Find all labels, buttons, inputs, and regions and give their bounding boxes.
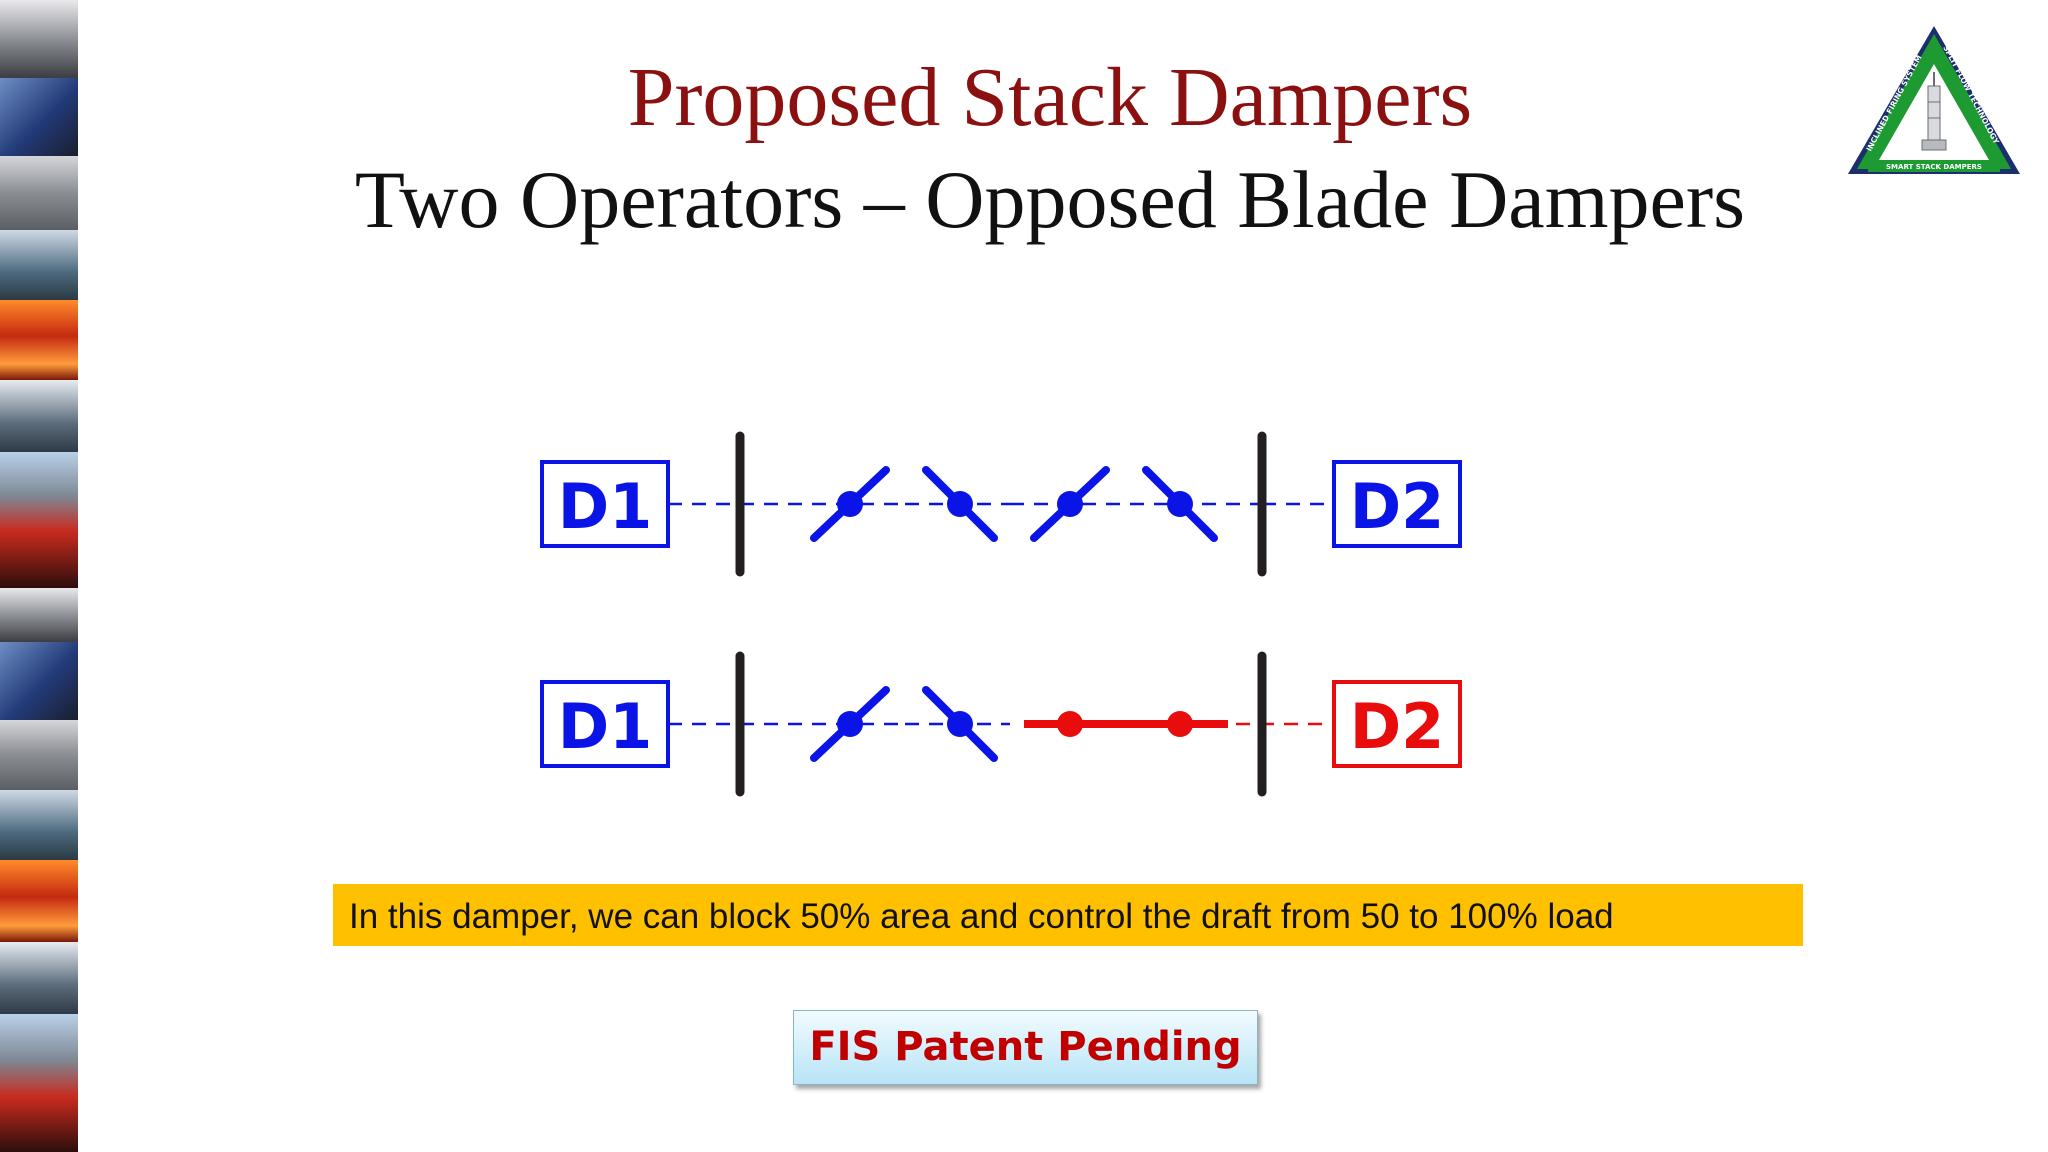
photo-tile [0,860,78,942]
left-photo-strip [0,0,78,1152]
photo-tile [0,942,78,1014]
patent-pending-button[interactable]: FIS Patent Pending [793,1010,1258,1085]
damper-d1-label: D1 [558,470,653,543]
photo-tile [0,588,78,642]
slide-subtitle: Two Operators – Opposed Blade Dampers [354,154,1746,245]
caption-banner: In this damper, we can block 50% area an… [333,884,1803,946]
slide-title: Proposed Stack Dampers [627,51,1473,144]
damper-pivot [1057,491,1083,517]
photo-tile [0,0,78,78]
damper-d1-box [540,680,670,768]
stack-tower-icon [1921,72,1947,151]
photo-tile [0,452,78,532]
photo-tile [0,380,78,452]
damper-d2-label: D2 [1350,470,1445,543]
damper-pivot [947,711,973,737]
photo-tile [0,230,78,300]
damper-d2-box [1332,680,1462,768]
photo-tile [0,1098,78,1152]
damper-d2-label: D2 [1350,690,1445,763]
damper-pivot [837,491,863,517]
photo-tile [0,78,78,156]
photo-tile [0,642,78,720]
photo-tile [0,300,78,380]
damper-pivot [1057,711,1083,737]
caption-text: In this damper, we can block 50% area an… [349,897,1614,936]
damper-d1-box [540,460,670,548]
damper-pivot [1167,491,1193,517]
company-logo: INCLINED FIRING SYSTEM SPLIT FLOW TECHNO… [1848,26,2020,174]
photo-tile [0,532,78,588]
photo-tile [0,156,78,230]
damper-d1-label: D1 [558,690,653,763]
logo-banner-text: SMART STACK DAMPERS [1886,163,1982,171]
damper-pivot [1167,711,1193,737]
damper-pivot [837,711,863,737]
photo-tile [0,1014,78,1098]
photo-tile [0,720,78,790]
damper-d2-box [1332,460,1462,548]
damper-pivot [947,491,973,517]
photo-tile [0,790,78,860]
